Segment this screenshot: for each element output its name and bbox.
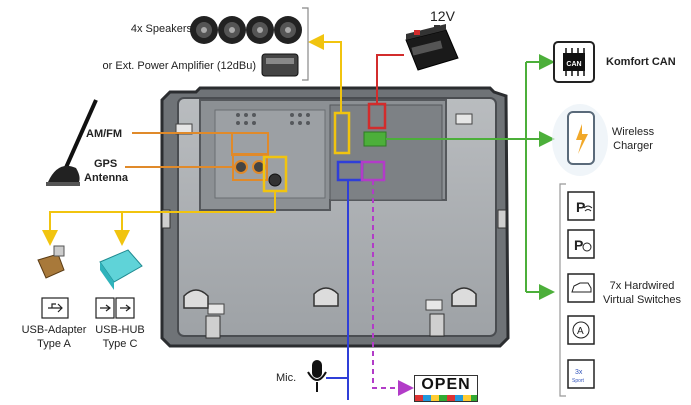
wireless-label: Wireless <box>611 126 655 138</box>
open-stripe <box>415 395 477 401</box>
usb-a-label: USB-Adapter <box>21 324 87 336</box>
car-icon <box>567 273 595 303</box>
komfort-can-label: Komfort CAN <box>606 56 676 68</box>
sport-mode-icon: 3x Sport <box>567 359 595 389</box>
svg-text:P: P <box>576 199 585 215</box>
auto-hold-icon: A <box>567 315 595 345</box>
power-label: 12V <box>430 8 455 24</box>
open-label: OPEN <box>421 376 471 393</box>
open-badge: OPEN <box>414 375 478 402</box>
switches-count-label: 7x Hardwired <box>609 280 675 292</box>
switches-label: Virtual Switches <box>602 294 682 306</box>
svg-text:A: A <box>577 326 584 337</box>
wireless-charger-icon <box>552 104 608 176</box>
amfm-label: AM/FM <box>86 128 123 140</box>
svg-text:P: P <box>574 237 583 253</box>
can-chip-label: CAN <box>566 61 581 68</box>
gps-label: GPS <box>94 158 118 170</box>
switch-bracket <box>559 183 566 397</box>
charger-label: Charger <box>613 140 653 152</box>
can-module-icon <box>553 41 595 83</box>
battery-icon <box>405 24 459 71</box>
usb-c-type-label: Type C <box>102 338 138 350</box>
parking-assist-icon: P <box>567 191 595 221</box>
parking-camera-icon: P <box>567 229 595 259</box>
microphone-icon <box>307 360 327 392</box>
amplifier-icon <box>261 53 299 77</box>
usb-adapter-icon <box>37 245 65 279</box>
speaker-bracket <box>302 7 309 81</box>
speakers-label: 4x Speakers <box>130 23 192 35</box>
wires <box>42 34 555 400</box>
usb-a-type-label: Type A <box>37 338 71 350</box>
svg-text:Sport: Sport <box>572 378 585 384</box>
usb-hub-icon <box>99 249 143 290</box>
unit-connectors <box>231 102 387 193</box>
gps-antenna-label: Antenna <box>84 172 128 184</box>
usb-c-label: USB-HUB <box>95 324 145 336</box>
usb-symbol-icon <box>41 297 135 319</box>
amplifier-label: or Ext. Power Amplifier (12dBu) <box>102 60 256 72</box>
speakers-icon <box>190 16 302 44</box>
antenna-icon <box>46 99 98 186</box>
switch-list: P P A 3x Sport <box>567 191 595 389</box>
mic-label: Mic. <box>276 372 297 384</box>
svg-text:3x: 3x <box>575 369 583 376</box>
